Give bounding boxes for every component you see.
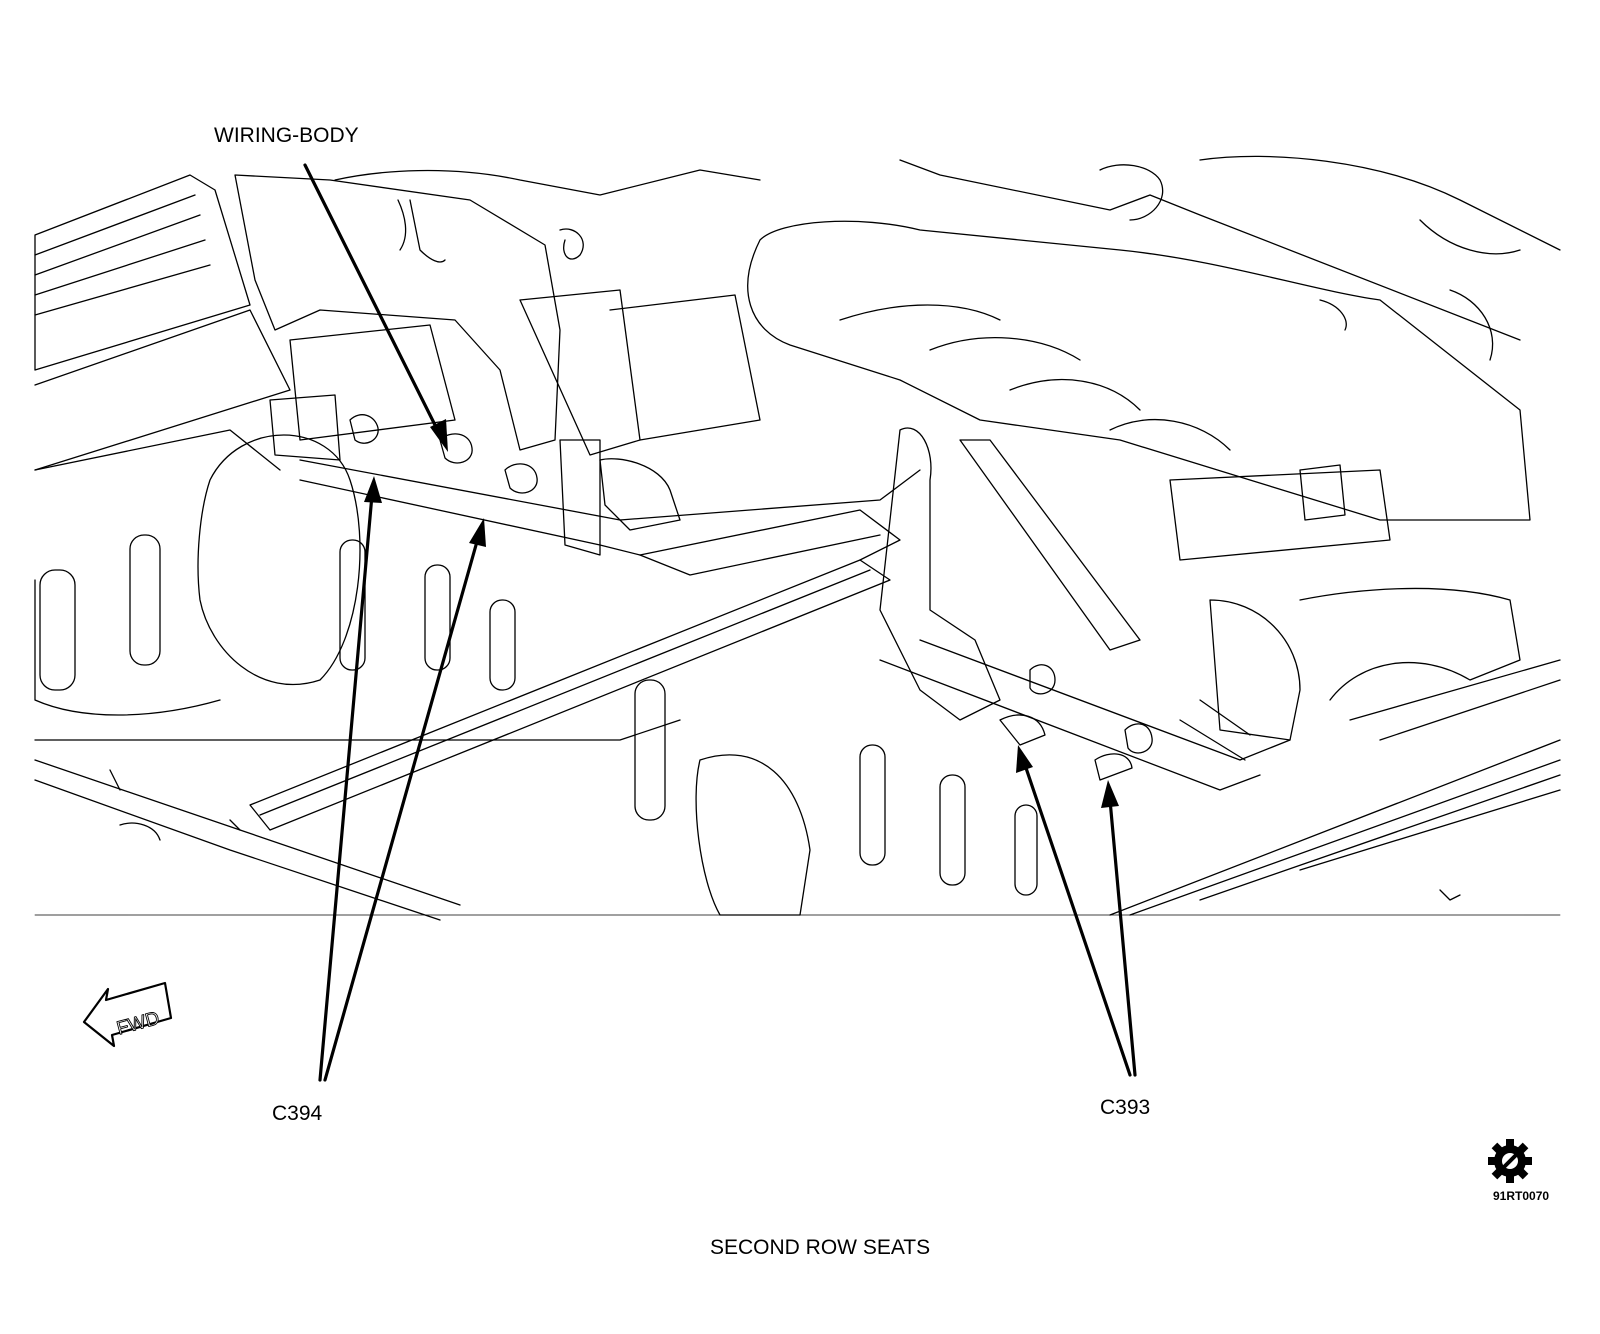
vehicle-floor-illustration: [35, 156, 1560, 920]
c393-label: C393: [1100, 1096, 1151, 1119]
gear-logo-icon: [1488, 1139, 1532, 1183]
c394-arrowhead-right: [469, 518, 486, 547]
c394-leader-left: [318, 493, 374, 1082]
figure-code: 91RT0070: [1493, 1189, 1550, 1203]
leader-lines: [303, 163, 1137, 1082]
c394-label: C394: [272, 1102, 323, 1125]
wiring-body-label: WIRING-BODY: [214, 124, 359, 147]
diagram-caption: SECOND ROW SEATS: [710, 1236, 931, 1259]
center-rail: [250, 560, 890, 830]
fwd-label: FWD: [115, 1008, 162, 1039]
floor-pocket: [40, 570, 75, 690]
c393-leader-left: [1023, 763, 1132, 1077]
c394-arrowhead-left: [364, 476, 382, 503]
c394-leader-right: [323, 536, 480, 1082]
fwd-arrow-icon: FWD: [82, 981, 173, 1048]
wiring-body-arrowhead: [430, 419, 448, 452]
c393-arrowhead-left: [1016, 745, 1033, 773]
right-seat-cushion: [748, 221, 1530, 520]
left-seat-back: [235, 175, 560, 450]
wiring-body-leader: [303, 163, 442, 437]
c393-arrowhead-right: [1101, 780, 1119, 808]
left-trim-panel: [35, 175, 250, 370]
c393-leader-right: [1108, 798, 1137, 1077]
